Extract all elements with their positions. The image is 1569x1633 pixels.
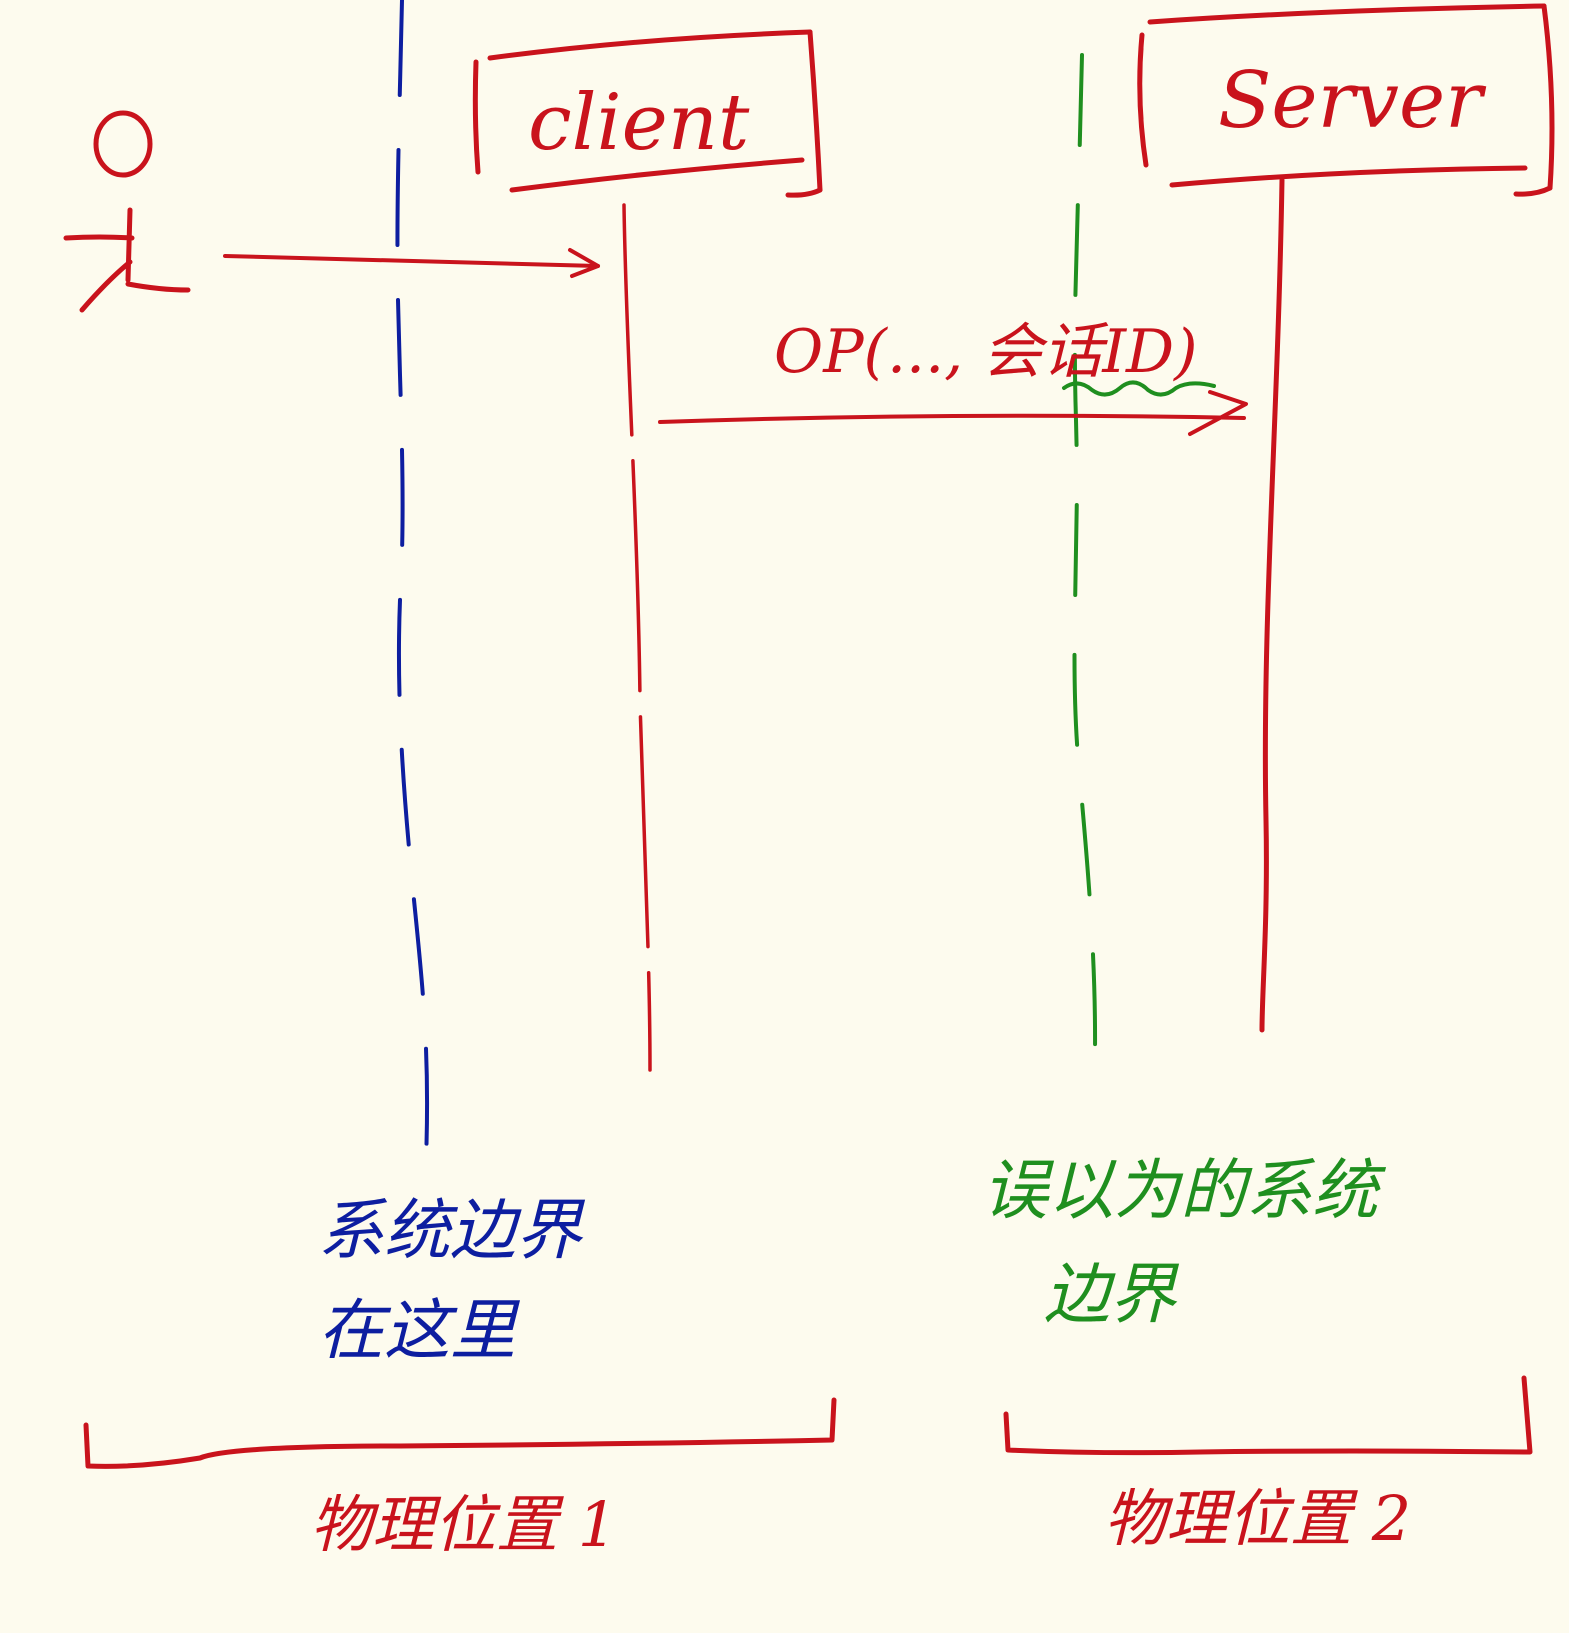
perceived-boundary-line bbox=[1072, 53, 1098, 1097]
client-label: client bbox=[528, 78, 750, 168]
perceived-boundary-label-line1: 误以为的系统 bbox=[982, 1152, 1378, 1229]
stick-figure-icon bbox=[63, 110, 191, 313]
location-1-bracket bbox=[83, 1397, 837, 1469]
client-box bbox=[472, 29, 823, 198]
location-2-bracket bbox=[1003, 1375, 1533, 1456]
actor-to-client-arrow bbox=[223, 248, 600, 278]
session-id-underline bbox=[1062, 380, 1216, 397]
op-message-label: OP(..., 会话ID) bbox=[774, 317, 1198, 387]
server-lifeline bbox=[1259, 177, 1285, 1033]
location-1-label: 物理位置 1 bbox=[310, 1488, 618, 1561]
actual-boundary-label-line2: 在这里 bbox=[318, 1292, 516, 1369]
server-box bbox=[1137, 3, 1555, 197]
server-label: Server bbox=[1218, 56, 1483, 146]
location-2-label: 物理位置 2 bbox=[1104, 1482, 1412, 1555]
actual-boundary-line bbox=[395, 0, 430, 1162]
perceived-boundary-label-line2: 边界 bbox=[1044, 1256, 1176, 1333]
client-lifeline bbox=[622, 203, 652, 1072]
actual-boundary-label-line1: 系统边界 bbox=[318, 1192, 582, 1269]
op-message-arrow bbox=[658, 390, 1248, 436]
